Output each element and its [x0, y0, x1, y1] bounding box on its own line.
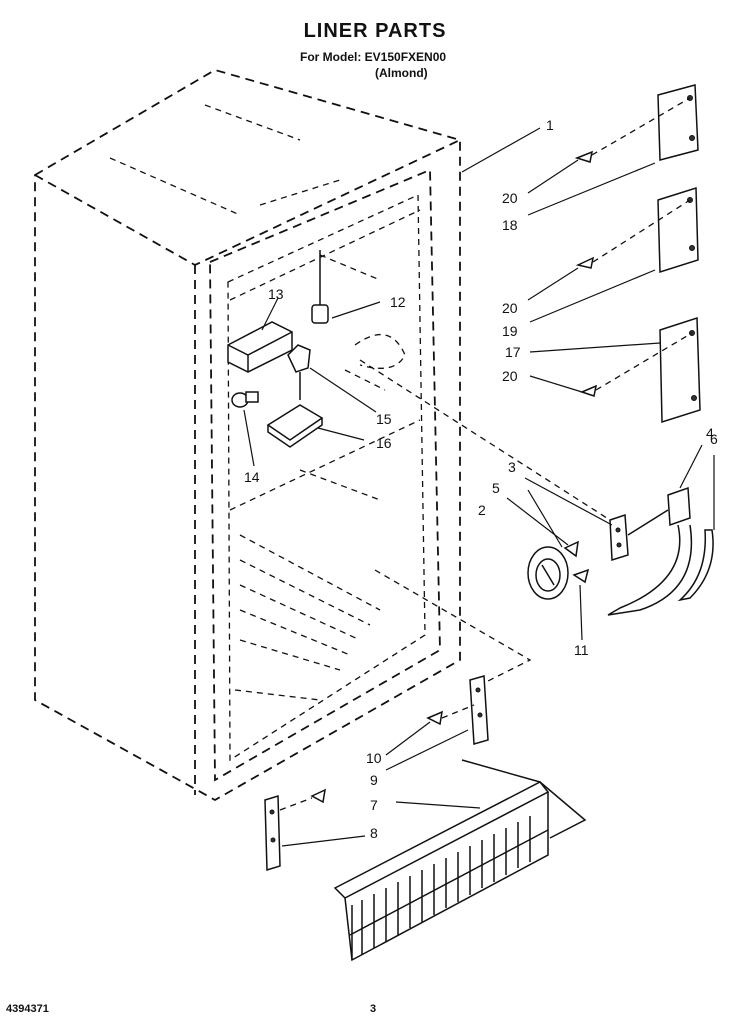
- leader-7: [395, 801, 481, 809]
- hinge-plate-17: [659, 316, 701, 424]
- leader-19: [529, 269, 656, 323]
- leader-10: [385, 721, 431, 756]
- leader-3: [524, 477, 613, 526]
- shelf-screw-10-upper: [426, 704, 475, 726]
- capillary-tube: [677, 529, 714, 602]
- callout-11: 11: [574, 642, 589, 658]
- callout-2: 2: [478, 502, 486, 518]
- leader-20-mid: [527, 267, 579, 301]
- callout-17: 17: [505, 344, 521, 360]
- thermostat-bracket: [609, 513, 629, 562]
- callout-4: 4: [706, 425, 714, 441]
- callout-7: 7: [370, 797, 378, 813]
- leader-8: [281, 835, 366, 847]
- leader-14: [243, 409, 255, 467]
- thermostat-screw-11: [572, 568, 590, 584]
- leader-16: [317, 427, 365, 441]
- leader-9: [385, 729, 469, 771]
- hinge-plate-18: [657, 84, 699, 161]
- thermostat-knob: [527, 546, 569, 600]
- leader-15: [309, 367, 377, 413]
- leader-5: [506, 497, 569, 546]
- callout-19: 19: [502, 323, 518, 339]
- light-shield: [266, 404, 324, 448]
- leader-20-top: [527, 159, 579, 194]
- leader-12: [331, 301, 381, 319]
- callout-3: 3: [508, 459, 516, 475]
- doc-number: 4394371: [6, 1003, 49, 1015]
- leader-2: [527, 489, 563, 548]
- page-title: LINER PARTS: [303, 20, 447, 42]
- shelf-screw-10-lower: [279, 788, 326, 811]
- callout-1: 1: [546, 117, 554, 133]
- hinge-plate-19: [657, 186, 699, 274]
- callout-20-mid: 20: [502, 300, 518, 316]
- leader-20-bottom: [529, 375, 583, 393]
- color-line: (Almond): [375, 66, 428, 80]
- leader-1: [461, 127, 541, 173]
- switch: [311, 250, 329, 324]
- leader-18: [527, 162, 656, 216]
- leader-17: [529, 342, 661, 353]
- callout-8: 8: [370, 825, 378, 841]
- callout-10: 10: [366, 750, 382, 766]
- page-number: 3: [370, 1003, 377, 1015]
- screw-20-top: [574, 97, 691, 163]
- thermostat-wire-guide: [374, 569, 532, 691]
- leader-11: [579, 584, 583, 641]
- shelf-bracket-8: [264, 794, 281, 872]
- shelf-bracket-9: [469, 675, 489, 745]
- callout-15: 15: [376, 411, 392, 427]
- callout-6: 6: [710, 431, 718, 447]
- callout-14: 14: [244, 469, 260, 485]
- light-socket: [287, 344, 311, 400]
- wire-shelf: [333, 759, 587, 962]
- callout-16: 16: [376, 435, 392, 451]
- thermostat-dashed-guide: [359, 359, 611, 521]
- callout-18: 18: [502, 217, 518, 233]
- bulb: [231, 391, 259, 408]
- callout-20-top: 20: [502, 190, 518, 206]
- screw-20-mid: [575, 199, 691, 269]
- callout-12: 12: [390, 294, 406, 310]
- callout-9: 9: [370, 772, 378, 788]
- leader-13: [261, 297, 279, 331]
- callout-5: 5: [492, 480, 500, 496]
- light-housing: [227, 321, 293, 373]
- screw-20-bottom: [579, 332, 693, 397]
- callout-20-bottom: 20: [502, 368, 518, 384]
- model-line: For Model: EV150FXEN00: [300, 50, 447, 64]
- thermostat-screw-5: [563, 540, 579, 558]
- thermostat: [607, 486, 693, 616]
- liner-cabinet: [34, 69, 461, 802]
- callout-13: 13: [268, 286, 284, 302]
- leader-4: [679, 444, 703, 489]
